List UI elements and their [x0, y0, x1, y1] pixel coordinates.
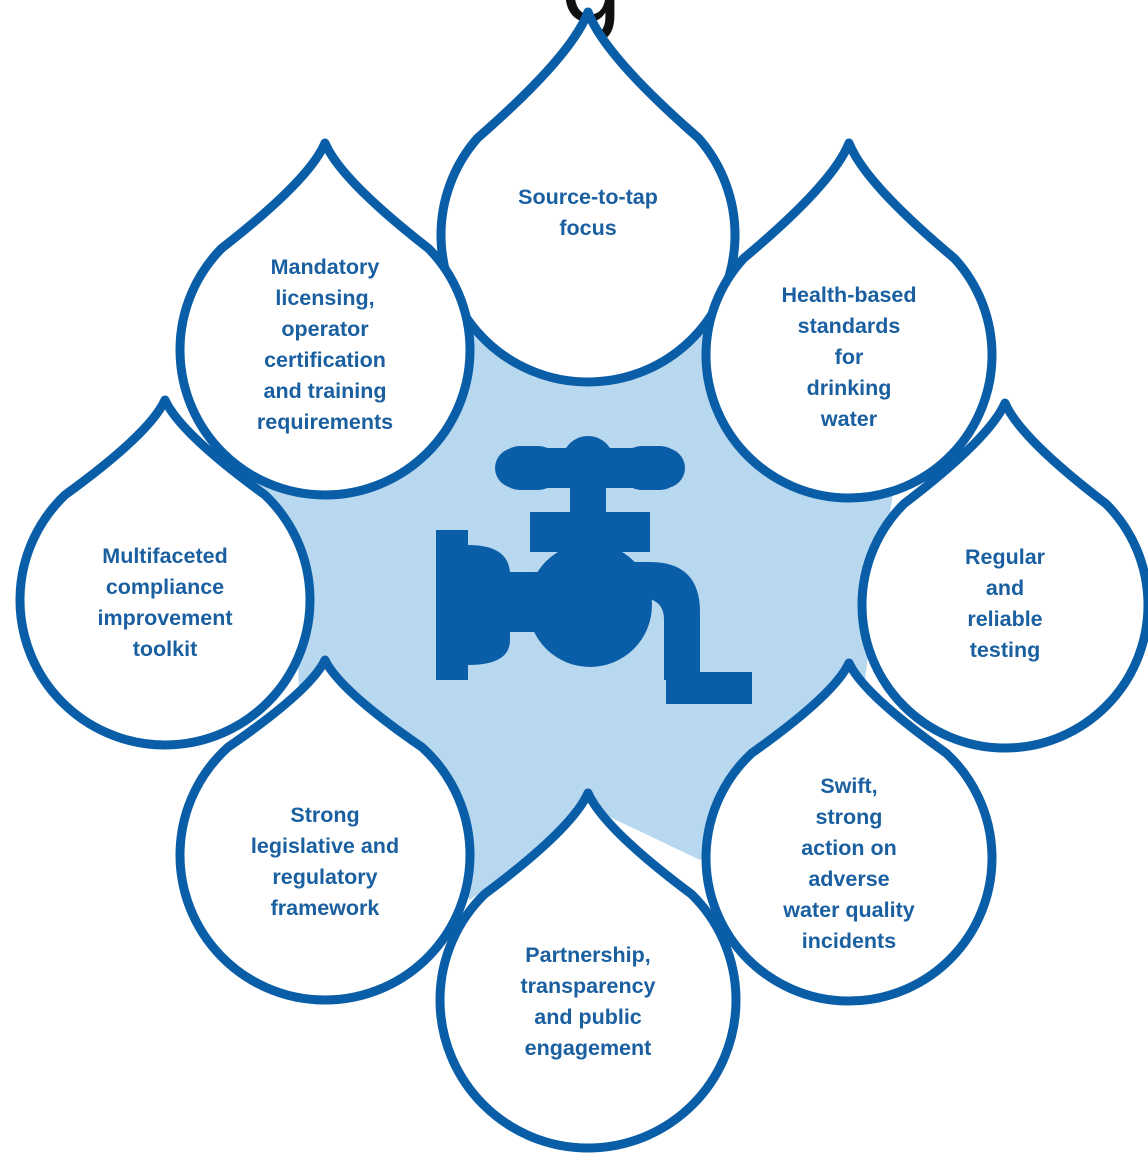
- drop-label-line: Regular: [964, 545, 1046, 569]
- drop-label-line: compliance: [105, 575, 225, 599]
- drop-partnership: [435, 788, 741, 1153]
- drop-label-line: Source-to-tap: [518, 185, 658, 209]
- drop-source-to-tap: [436, 7, 740, 387]
- drop-label-line: Partnership,: [525, 943, 651, 967]
- drop-label-line: focus: [559, 216, 617, 240]
- drop-mandatory-licensing: [175, 138, 475, 500]
- drop-label-line: framework: [270, 896, 380, 920]
- drop-swift-action: [701, 658, 997, 1006]
- drop-label-line: for: [834, 345, 864, 369]
- drop-label-line: incidents: [801, 929, 897, 953]
- drop-label-health-based-standards: Health-based standards for drinking water: [734, 280, 964, 435]
- drop-label-line: requirements: [256, 410, 394, 434]
- drop-label-line: toolkit: [132, 637, 198, 661]
- drop-label-line: licensing,: [275, 286, 375, 310]
- drop-health-based-standards: [701, 138, 997, 503]
- drop-label-line: legislative and: [250, 834, 400, 858]
- drop-label-line: certification: [264, 348, 386, 372]
- drop-label-line: engagement: [524, 1036, 652, 1060]
- drop-label-line: regulatory: [272, 865, 378, 889]
- faucet-icon: [436, 436, 752, 704]
- drop-label-swift-action: Swift, strong action on adverse water qualit…: [734, 771, 964, 957]
- drop-label-line: Strong: [290, 803, 360, 827]
- drop-label-line: operator: [281, 317, 369, 341]
- drop-label-line: and public: [534, 1005, 642, 1029]
- drop-compliance-toolkit: [15, 395, 315, 750]
- drop-label-partnership: Partnership, transparency and public engage…: [473, 940, 703, 1064]
- drop-label-line: Health-based: [781, 283, 917, 307]
- drop-label-line: Multifaceted: [102, 544, 228, 568]
- drop-legislative-framework: [175, 655, 475, 1005]
- drop-label-line: Mandatory: [270, 255, 380, 279]
- drop-label-line: adverse: [808, 867, 890, 891]
- drop-label-line: testing: [969, 638, 1041, 662]
- drop-label-source-to-tap: Source-to-tap focus: [473, 182, 703, 244]
- drop-regular-testing: [857, 398, 1148, 753]
- drops-layer: [15, 7, 1148, 1153]
- drop-label-regular-testing: Regular and reliable testing: [890, 542, 1120, 666]
- drop-label-line: strong: [815, 805, 883, 829]
- drop-label-line: action on: [801, 836, 897, 860]
- drop-label-line: improvement: [97, 606, 233, 630]
- drop-label-mandatory-licensing: Mandatory licensing, operator certification…: [210, 252, 440, 438]
- drop-label-line: reliable: [967, 607, 1043, 631]
- drop-label-line: transparency: [520, 974, 656, 998]
- drop-label-line: water quality: [783, 898, 915, 922]
- drop-label-line: and training: [263, 379, 387, 403]
- drop-label-line: standards: [797, 314, 901, 338]
- drop-label-compliance-toolkit: Multifaceted compliance improvement toolkit: [50, 541, 280, 665]
- drop-label-line: and: [985, 576, 1025, 600]
- drop-label-legislative-framework: Strong legislative and regulatory framework: [210, 800, 440, 924]
- drop-label-line: Swift,: [820, 774, 878, 798]
- drop-label-line: drinking: [806, 376, 892, 400]
- drop-label-line: water: [820, 407, 878, 431]
